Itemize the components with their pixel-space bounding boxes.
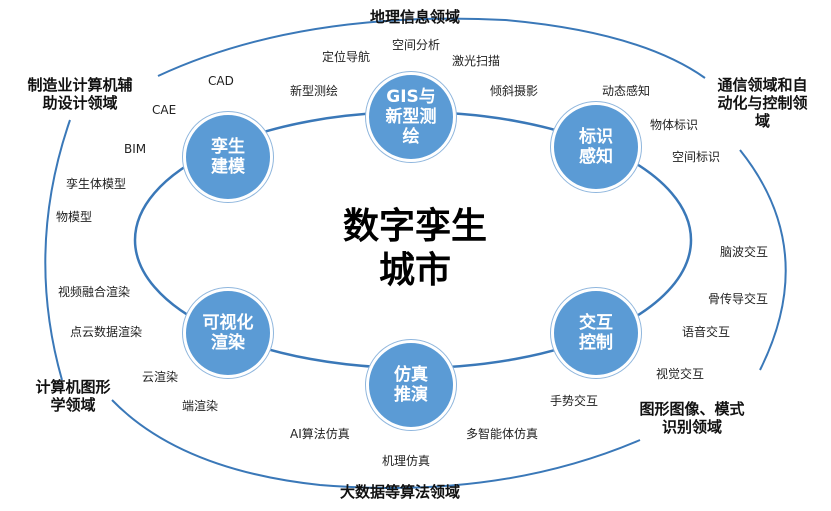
tech-physical-model: 物模型 (56, 210, 93, 224)
node-interact: 交互 控制 (551, 288, 641, 378)
tech-iot-id: 物体标识 (650, 118, 699, 132)
tech-cloud-render: 云渲染 (142, 370, 179, 384)
tech-spatial-analysis: 空间分析 (392, 38, 441, 52)
domain-bigdata: 大数据等算法领域 (339, 483, 460, 501)
outer-arc-left (44, 119, 71, 381)
node-vis: 可视化 渲染 (183, 288, 273, 378)
tech-multi-agent: 多智能体仿真 (466, 427, 539, 441)
tech-pointcloud: 点云数据渲染 (70, 325, 143, 339)
node-sim: 仿真 推演 (366, 340, 456, 430)
node-interact-label: 交互 控制 (579, 313, 613, 353)
tech-bim: BIM (124, 142, 147, 156)
node-vis-label: 可视化 渲染 (202, 313, 254, 353)
tech-dynamic-sense: 动态感知 (602, 84, 651, 98)
tech-twin-model: 孪生体模型 (66, 177, 127, 191)
tech-space-id: 空间标识 (672, 150, 721, 164)
node-sense-label: 标识 感知 (579, 127, 613, 167)
node-model: 孪生 建模 (183, 112, 273, 202)
outer-arc-bottom (111, 399, 641, 489)
outer-arc-right (739, 149, 787, 371)
domain-graphics: 计算机图形 学领域 (35, 378, 111, 414)
tech-oblique-photo: 倾斜摄影 (490, 84, 539, 98)
tech-gesture-wave: 骨传导交互 (708, 292, 769, 306)
tech-positioning: 定位导航 (322, 50, 371, 64)
tech-video-fusion: 视频融合渲染 (58, 285, 131, 299)
node-gis: GIS与 新型测 绘 (366, 72, 456, 162)
tech-laser-scan: 激光扫描 (452, 54, 501, 68)
domain-comm: 通信领域和自 动化与控制领 域 (717, 76, 808, 130)
domain-geo: 地理信息领域 (369, 8, 460, 26)
tech-bci: 脑波交互 (720, 245, 769, 259)
tech-new-survey: 新型测绘 (290, 84, 339, 98)
node-model-label: 孪生 建模 (211, 137, 245, 177)
center-title: 数字孪生 城市 (342, 206, 487, 291)
domain-cad: 制造业计算机辅 助设计领域 (27, 76, 133, 112)
tech-cae: CAE (152, 103, 177, 117)
tech-ai-sim: AI算法仿真 (290, 427, 350, 441)
node-sense: 标识 感知 (551, 102, 641, 192)
node-sim-label: 仿真 推演 (394, 365, 428, 405)
outer-arc-top (157, 17, 706, 79)
tech-voice: 语音交互 (682, 325, 731, 339)
tech-visual: 视觉交互 (656, 367, 705, 381)
node-gis-label: GIS与 新型测 绘 (385, 87, 437, 147)
tech-cad: CAD (208, 74, 234, 88)
domain-cv: 图形图像、模式 识别领域 (639, 400, 745, 436)
tech-end-render: 端渲染 (182, 399, 219, 413)
tech-hand: 手势交互 (550, 394, 599, 408)
tech-mech-sim: 机理仿真 (382, 454, 431, 468)
